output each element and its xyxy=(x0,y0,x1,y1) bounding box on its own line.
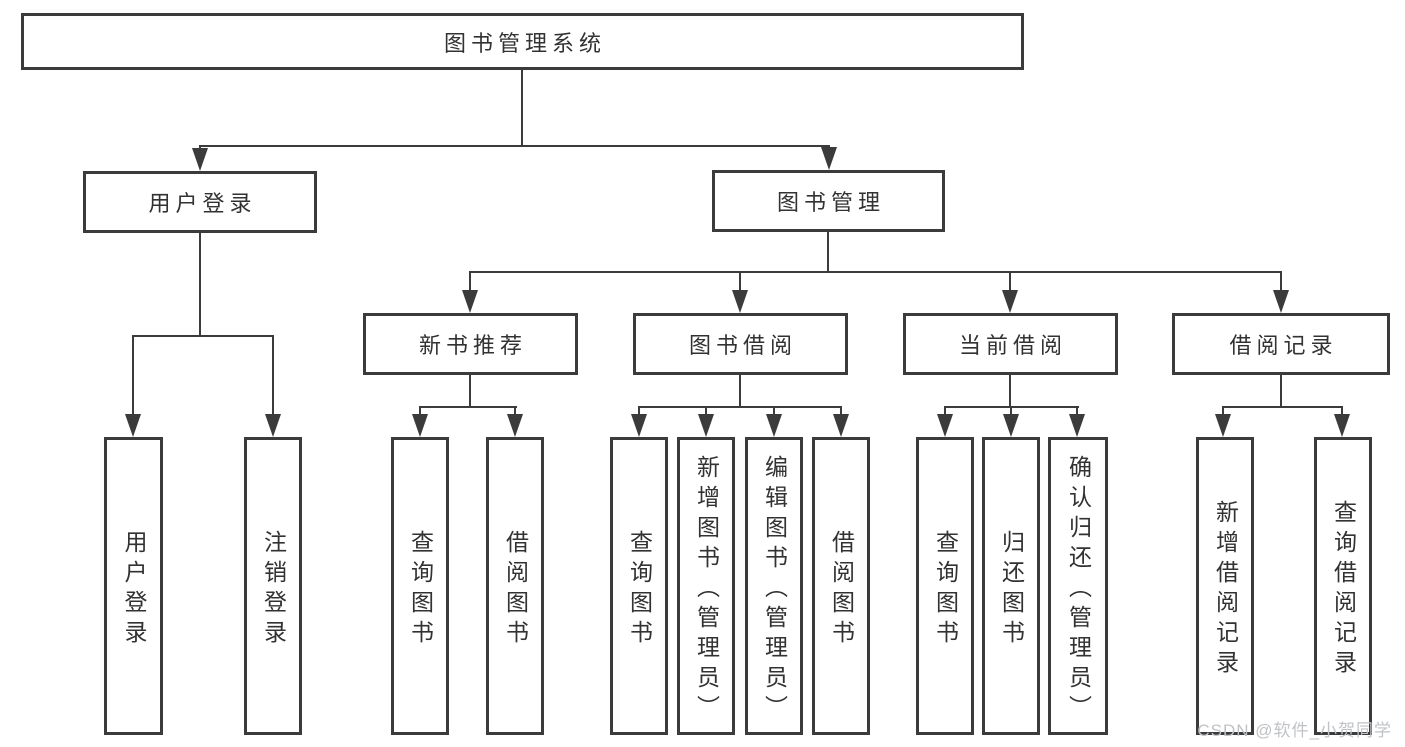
arrowhead-to-bb-add-icon xyxy=(698,414,714,437)
arrowhead-to-bb-edit-icon xyxy=(766,414,782,437)
node-book-management-label: 图书管理 xyxy=(776,190,885,215)
connector-drop-cb-return xyxy=(1010,406,1012,418)
arrowhead-to-current-borrowing-icon xyxy=(1002,290,1018,313)
node-book-borrowing-label: 图书借阅 xyxy=(688,333,797,358)
arrowhead-to-nb-borrow-icon xyxy=(507,414,523,437)
connector-book-management-splitter xyxy=(469,271,1282,273)
connector-borrow-records-splitter xyxy=(1222,406,1343,408)
connector-new-book-stem xyxy=(469,374,471,408)
arrowhead-to-new-book-icon xyxy=(462,290,478,313)
connector-user-login-splitter xyxy=(132,335,274,337)
node-borrow-records: 借阅记录 xyxy=(1172,313,1390,375)
leaf-logout-login: 注销登录 xyxy=(244,437,302,735)
leaf-return-books: 归还图书 xyxy=(982,437,1040,735)
leaf-query-books-3-label: 查询图书 xyxy=(932,529,959,650)
arrowhead-to-leaf-logout-icon xyxy=(265,414,281,437)
connector-drop-cb-confirm xyxy=(1076,406,1078,418)
arrowhead-to-cb-confirm-icon xyxy=(1069,414,1085,437)
arrowhead-to-book-management-icon xyxy=(821,147,837,170)
node-user-login: 用户登录 xyxy=(83,171,317,233)
leaf-user-login: 用户登录 xyxy=(104,437,163,735)
connector-drop-nb-borrow xyxy=(514,406,516,418)
connector-drop-cb-query xyxy=(944,406,946,418)
connector-book-borrowing-splitter xyxy=(638,406,842,408)
node-book-management: 图书管理 xyxy=(712,170,945,232)
arrowhead-to-cb-return-icon xyxy=(1003,414,1019,437)
leaf-borrow-books-1: 借阅图书 xyxy=(486,437,544,735)
arrowhead-to-leaf-user-login-icon xyxy=(125,414,141,437)
connector-drop-bb-edit xyxy=(773,406,775,418)
arrowhead-to-bb-query-icon xyxy=(631,414,647,437)
node-current-borrowing: 当前借阅 xyxy=(903,313,1118,375)
node-new-book-recommend: 新书推荐 xyxy=(363,313,578,375)
leaf-edit-book-admin: 编辑图书（管理员） xyxy=(745,437,803,735)
connector-drop-book-borrowing xyxy=(739,271,741,295)
node-library-system-label: 图书管理系统 xyxy=(443,30,606,56)
connector-drop-current-borrowing xyxy=(1009,271,1011,295)
connector-drop-bb-add xyxy=(705,406,707,418)
arrowhead-to-cb-query-icon xyxy=(937,414,953,437)
leaf-query-borrow-record: 查询借阅记录 xyxy=(1314,437,1372,735)
node-current-borrowing-label: 当前借阅 xyxy=(958,333,1067,358)
leaf-add-book-admin-label: 新增图书（管理员） xyxy=(693,454,720,725)
leaf-borrow-books-2: 借阅图书 xyxy=(812,437,870,735)
arrowhead-to-user-login-icon xyxy=(192,148,208,171)
connector-drop-leaf-logout xyxy=(272,335,274,420)
connector-drop-bb-borrow xyxy=(840,406,842,418)
leaf-return-books-label: 归还图书 xyxy=(998,529,1025,650)
connector-root-stem xyxy=(521,69,523,147)
arrowhead-to-borrow-records-icon xyxy=(1273,290,1289,313)
arrowhead-to-nb-query-icon xyxy=(412,414,428,437)
node-library-system: 图书管理系统 xyxy=(21,13,1024,70)
leaf-query-books-2-label: 查询图书 xyxy=(626,529,653,650)
leaf-add-borrow-record: 新增借阅记录 xyxy=(1196,437,1254,735)
leaf-confirm-return-admin: 确认归还（管理员） xyxy=(1048,437,1108,735)
leaf-edit-book-admin-label: 编辑图书（管理员） xyxy=(761,454,788,725)
node-book-borrowing: 图书借阅 xyxy=(633,313,848,375)
leaf-logout-login-label: 注销登录 xyxy=(260,529,287,650)
connector-book-borrowing-stem xyxy=(739,374,741,408)
leaf-add-book-admin: 新增图书（管理员） xyxy=(677,437,735,735)
watermark: CSDN @软件_小贺同学 xyxy=(1197,721,1392,740)
connector-drop-bb-query xyxy=(638,406,640,418)
connector-user-login-stem xyxy=(199,232,201,337)
connector-drop-new-book xyxy=(469,271,471,295)
connector-current-borrowing-stem xyxy=(1009,374,1011,408)
leaf-query-borrow-record-label: 查询借阅记录 xyxy=(1330,499,1357,680)
arrowhead-to-bb-borrow-icon xyxy=(833,414,849,437)
connector-new-book-splitter xyxy=(419,406,517,408)
node-new-book-recommend-label: 新书推荐 xyxy=(418,333,527,358)
leaf-confirm-return-admin-label: 确认归还（管理员） xyxy=(1065,454,1092,725)
node-borrow-records-label: 借阅记录 xyxy=(1229,333,1338,358)
node-user-login-label: 用户登录 xyxy=(148,191,257,216)
leaf-query-books-1-label: 查询图书 xyxy=(407,529,434,650)
connector-root-splitter xyxy=(199,145,830,147)
connector-drop-leaf-user-login xyxy=(132,335,134,420)
connector-book-management-stem xyxy=(827,231,829,273)
connector-drop-nb-query xyxy=(419,406,421,418)
leaf-add-borrow-record-label: 新增借阅记录 xyxy=(1212,499,1239,680)
leaf-user-login-label: 用户登录 xyxy=(121,529,147,650)
connector-drop-br-query xyxy=(1341,406,1343,418)
connector-borrow-records-stem xyxy=(1280,374,1282,408)
leaf-borrow-books-1-label: 借阅图书 xyxy=(502,529,529,650)
arrowhead-to-book-borrowing-icon xyxy=(732,290,748,313)
leaf-query-books-3: 查询图书 xyxy=(916,437,974,735)
arrowhead-to-br-query-icon xyxy=(1334,414,1350,437)
connector-drop-borrow-records xyxy=(1280,271,1282,295)
arrowhead-to-br-add-icon xyxy=(1215,414,1231,437)
leaf-query-books-2: 查询图书 xyxy=(610,437,668,735)
leaf-query-books-1: 查询图书 xyxy=(391,437,449,735)
connector-drop-br-add xyxy=(1222,406,1224,418)
leaf-borrow-books-2-label: 借阅图书 xyxy=(828,529,855,650)
